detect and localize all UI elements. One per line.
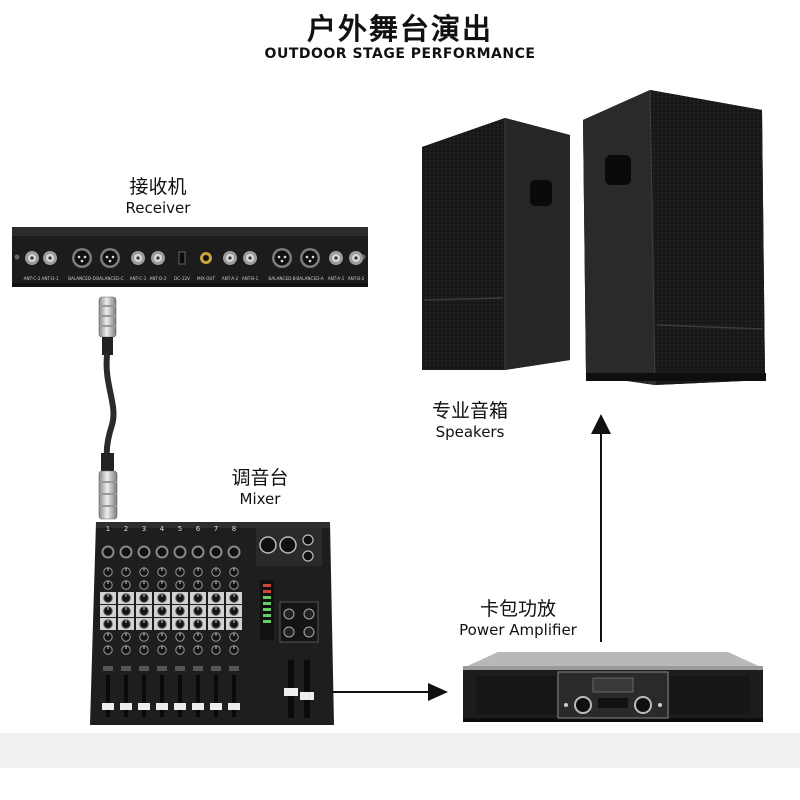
mixer-channel-number: 2 bbox=[124, 525, 128, 533]
receiver-port-label: ANT-D-2 bbox=[149, 276, 166, 281]
speakers-label-en: Speakers bbox=[405, 423, 535, 442]
mixer-label: 调音台 Mixer bbox=[210, 467, 310, 509]
mixer-channel-number: 3 bbox=[142, 525, 146, 533]
receiver-port-label: DC-12V bbox=[174, 276, 190, 281]
speakers-label: 专业音箱 Speakers bbox=[405, 400, 535, 442]
mixer-channel-number: 4 bbox=[160, 525, 165, 533]
mixer-channel-number: 7 bbox=[214, 525, 218, 533]
mixer-label-cn: 调音台 bbox=[210, 467, 310, 490]
amplifier-label-en: Power Amplifier bbox=[440, 621, 596, 640]
receiver-port-label: ANT-C-2 bbox=[24, 276, 41, 281]
receiver-port-label: ANT-A-2 bbox=[222, 276, 239, 281]
title-english: OUTDOOR STAGE PERFORMANCE bbox=[0, 46, 800, 62]
mixer-channel-number: 1 bbox=[106, 525, 110, 533]
mixer-channel-number: 6 bbox=[196, 525, 201, 533]
mixer-device: 1 2 3 4 5 6 7 8 bbox=[88, 520, 338, 730]
receiver-port-label: ANT-C-1 bbox=[130, 276, 147, 281]
receiver-port-label: BALANCED-A bbox=[296, 276, 323, 281]
receiver-port-label: ANT-D-1 bbox=[41, 276, 58, 281]
receiver-label-en: Receiver bbox=[98, 199, 218, 218]
speakers-label-cn: 专业音箱 bbox=[405, 400, 535, 423]
floor-band bbox=[0, 733, 800, 768]
receiver-port-label: BALANCED-D bbox=[68, 276, 96, 281]
mixer-channel-number: 5 bbox=[178, 525, 182, 533]
amplifier-label: 卡包功放 Power Amplifier bbox=[440, 598, 596, 640]
receiver-port-label: ANT-B-2 bbox=[348, 276, 365, 281]
receiver-port-label: ANT-A-1 bbox=[328, 276, 345, 281]
xlr-cable bbox=[88, 295, 132, 525]
mixer-label-en: Mixer bbox=[210, 490, 310, 509]
receiver-port-label: BALANCED-C bbox=[96, 276, 123, 281]
receiver-label-cn: 接收机 bbox=[98, 176, 218, 199]
title-chinese: 户外舞台演出 bbox=[0, 6, 800, 48]
receiver-port-label: ANT-B-1 bbox=[242, 276, 259, 281]
receiver-port-label: MIX-OUT bbox=[197, 276, 215, 281]
amplifier-device bbox=[458, 650, 768, 730]
mixer-channel-number: 8 bbox=[232, 525, 236, 533]
receiver-port-label: BALANCED-B bbox=[268, 276, 295, 281]
amplifier-label-cn: 卡包功放 bbox=[440, 598, 596, 621]
receiver-label: 接收机 Receiver bbox=[98, 176, 218, 218]
arrow-right-icon bbox=[330, 680, 450, 704]
speakers-device bbox=[410, 85, 780, 390]
